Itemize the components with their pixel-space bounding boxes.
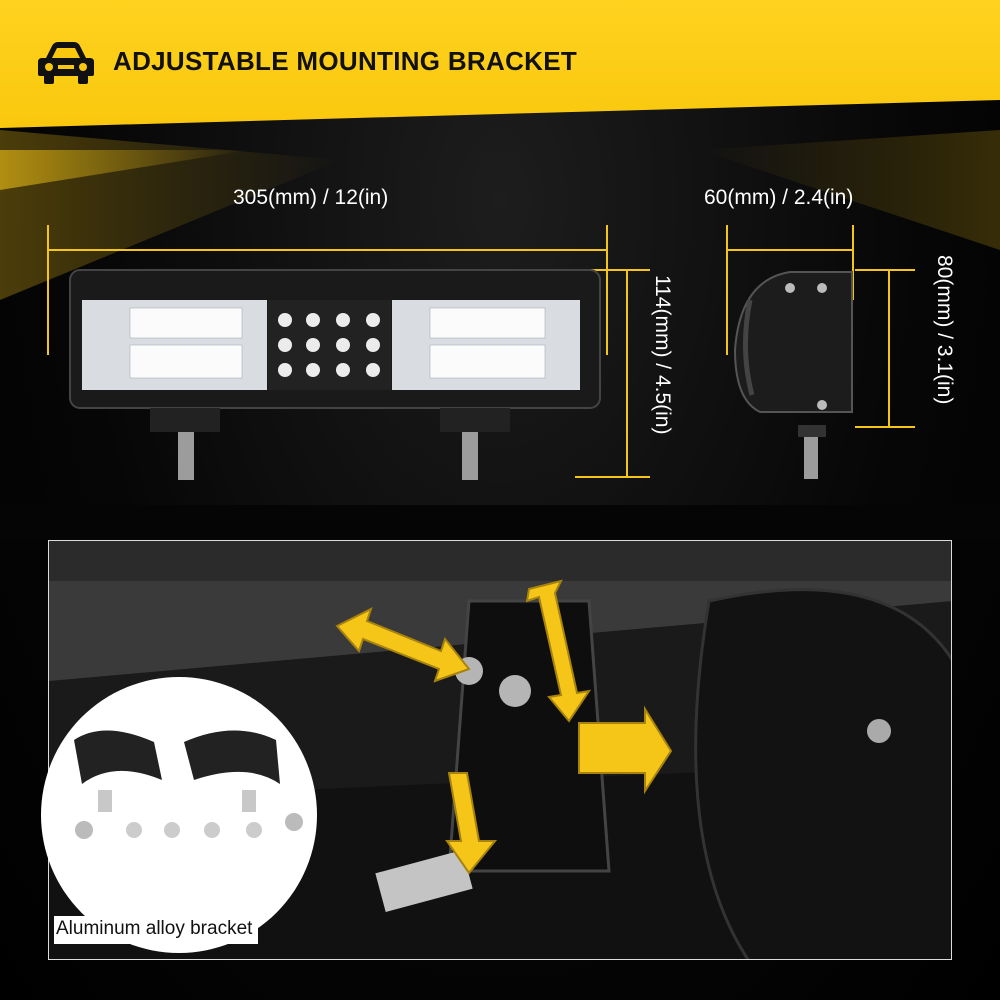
light-bar-side-view xyxy=(733,271,853,479)
led-rows-left xyxy=(129,307,243,379)
inset-caption: Aluminum alloy bracket xyxy=(54,916,259,944)
car-icon xyxy=(38,42,94,84)
light-bar-front-view xyxy=(69,269,601,480)
led-cluster-center xyxy=(278,313,380,377)
adjustment-arrows xyxy=(335,579,673,875)
led-rows-right xyxy=(429,307,546,379)
bracket-kit-illustration xyxy=(44,680,314,950)
page-title: ADJUSTABLE MOUNTING BRACKET xyxy=(113,46,578,76)
bracket-kit-inset xyxy=(44,680,314,950)
length-dimension-label: 305(mm) / 12(in) xyxy=(233,186,389,209)
depth-dimension-label: 60(mm) / 2.4(in) xyxy=(704,186,854,209)
